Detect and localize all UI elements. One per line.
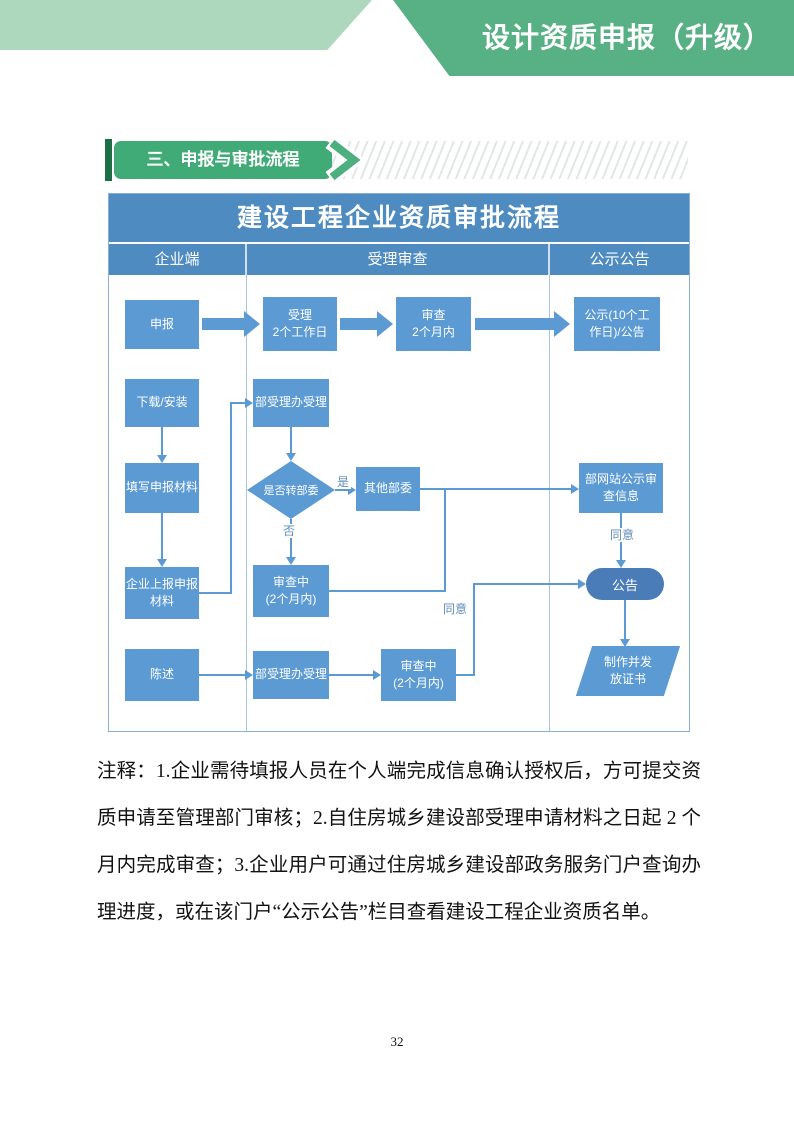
node-apply: 申报 (125, 300, 199, 349)
node-ministry-accept-top: 部受理办受理 (253, 379, 329, 427)
column-header-acceptance-review: 受理审查 (245, 244, 548, 275)
arrowhead (348, 485, 356, 495)
connector-accept-review-bot (329, 674, 373, 676)
connector-download-fill (161, 427, 163, 456)
page-number: 32 (390, 1034, 404, 1049)
section-banner-accent-bar (105, 139, 112, 181)
connector-report-up-h1 (199, 592, 232, 594)
arrowhead (245, 398, 253, 408)
node-download-install: 下载/安装 (125, 379, 199, 427)
connector-review-mid-h (329, 590, 446, 592)
block-arrow-accept-review (340, 311, 393, 337)
chevron-right-icon (324, 136, 372, 186)
block-arrow-review-publicity (475, 311, 570, 337)
note-line: 质申请至管理部门审核；2.自住房城乡建设部受理申请材料之日起 2 个 (97, 808, 701, 829)
flowchart-title: 建设工程企业资质审批流程 (109, 194, 689, 242)
block-arrow-apply-accept (202, 311, 260, 337)
node-under-review-bottom: 审查中 (2个月内) (381, 649, 456, 701)
connector-statement-accept (199, 674, 245, 676)
arrowhead (571, 484, 579, 494)
node-website-publicity: 部网站公示审 查信息 (579, 463, 663, 513)
connector-announcement-certificate (624, 600, 626, 640)
column-header-publicity: 公示公告 (547, 244, 689, 275)
connector-review-mid-v (444, 488, 446, 592)
arrowhead (286, 453, 296, 461)
column-divider (549, 275, 550, 731)
arrowhead (245, 670, 253, 680)
connector-no (290, 519, 292, 558)
edge-label-agree-bottom: 同意 (441, 602, 470, 616)
edge-label-yes: 是 (335, 475, 352, 489)
connector-review-bot-h2 (473, 583, 578, 585)
node-report-materials: 企业上报申报 材料 (125, 567, 199, 619)
connector-accept-diamond (290, 427, 292, 454)
node-announcement: 公告 (586, 568, 664, 600)
header-green-shape (393, 0, 794, 76)
edge-label-no: 否 (281, 524, 298, 538)
arrowhead (620, 639, 630, 647)
node-fill-materials: 填写申报材料 (125, 463, 199, 513)
column-divider (246, 275, 247, 731)
arrowhead (373, 670, 381, 680)
node-statement: 陈述 (125, 649, 199, 701)
node-ministry-accept-bottom: 部受理办受理 (253, 651, 329, 699)
flowchart: 建设工程企业资质审批流程 企业端 受理审查 公示公告 申报 下载/安装 填写申报… (108, 193, 690, 732)
section-banner-hatch (332, 141, 688, 179)
arrowhead (157, 455, 167, 463)
node-certificate-label: 制作并发 放证书 (603, 654, 652, 686)
connector-review-bot-v (473, 583, 475, 676)
node-accept: 受理 2个工作日 (263, 297, 337, 351)
note-line: 月内完成审查；3.企业用户可通过住房城乡建设部政务服务门户查询办 (97, 855, 701, 876)
connector-yes (335, 489, 348, 491)
note-line: 注释：1.企业需待填报人员在个人端完成信息确认授权后，方可提交资 (97, 761, 701, 782)
connector-report-up-h2 (230, 402, 245, 404)
node-publicity: 公示(10个工 作日)/公告 (574, 297, 660, 351)
node-other-ministries: 其他部委 (356, 467, 420, 511)
note-line: 理进度，或在该门户“公示公告”栏目查看建设工程企业资质名单。 (97, 902, 661, 923)
arrowhead (157, 559, 167, 567)
arrowhead (616, 560, 626, 568)
connector-other-website (420, 488, 571, 490)
arrowhead (578, 579, 586, 589)
edge-label-agree-top: 同意 (608, 528, 637, 542)
notes-paragraph: 注释：1.企业需待填报人员在个人端完成信息确认授权后，方可提交资 质申请至管理部… (97, 748, 701, 936)
connector-review-bot-h1 (456, 674, 475, 676)
node-certificate: 制作并发 放证书 (575, 646, 681, 696)
connector-report-up-v (230, 402, 232, 594)
node-transfer-decision: 是否转部委 (247, 461, 335, 519)
section-title: 三、申报与审批流程 (114, 141, 332, 179)
page-title: 设计资质申报（升级） (481, 22, 772, 53)
flowchart-column-headers: 企业端 受理审查 公示公告 (109, 244, 689, 275)
arrowhead (286, 557, 296, 565)
node-review: 审查 2个月内 (396, 297, 471, 351)
header-light-green-shape (0, 0, 372, 50)
node-under-review-mid: 审查中 (2个月内) (253, 565, 329, 617)
column-header-enterprise: 企业端 (109, 244, 246, 275)
connector-fill-report (161, 513, 163, 560)
